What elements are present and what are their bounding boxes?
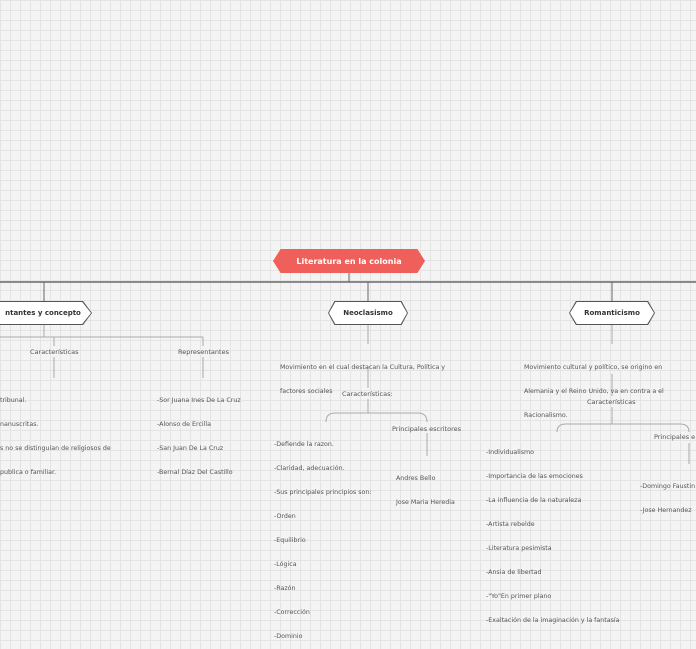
neoclasismo-description: Movimiento en el cual destacan la Cultur… bbox=[280, 348, 445, 404]
list-item: nanuscritas. bbox=[0, 421, 39, 428]
list-item: -Exaltación de la imaginación y la fanta… bbox=[486, 617, 620, 624]
list-item: -La influencia de la naturaleza bbox=[486, 497, 582, 504]
list-item: -Artista rebelde bbox=[486, 521, 535, 528]
escritores-label: Principales escritores bbox=[392, 425, 462, 433]
root-node[interactable]: Literatura en la colonia bbox=[273, 249, 425, 273]
branch-title: Romanticismo bbox=[584, 309, 640, 317]
list-item: -Orden bbox=[274, 513, 296, 520]
list-item: -Defiende la razon. bbox=[274, 441, 334, 448]
list-item: -San Juan De La Cruz bbox=[157, 445, 224, 452]
list-item: -Jose Hernandez bbox=[640, 507, 692, 514]
principales-label: Principales e bbox=[654, 433, 696, 441]
caracteristicas-label-left: Características bbox=[30, 348, 79, 356]
description-line: Movimiento cultural y político, se origi… bbox=[524, 364, 663, 371]
representantes-label: Representantes bbox=[178, 348, 229, 356]
caracteristicas-list-romanticismo: -Individualismo -Importancia de las emoc… bbox=[486, 433, 619, 633]
root-title: Literatura en la colonia bbox=[296, 256, 402, 266]
list-item: -Claridad, adecuación. bbox=[274, 465, 345, 472]
caracteristicas-label-neoclasismo: Características: bbox=[342, 390, 393, 398]
romanticismo-description: Movimiento cultural y político, se origi… bbox=[524, 348, 664, 428]
list-item: -Literatura pesimista bbox=[486, 545, 552, 552]
list-item: -Equilibrio bbox=[274, 537, 306, 544]
caracteristicas-label-romanticismo: Características bbox=[587, 398, 636, 406]
list-item: -Domingo Faustin bbox=[640, 483, 696, 490]
list-item: -Ansia de libertad bbox=[486, 569, 542, 576]
list-item: -Dominio bbox=[274, 633, 303, 640]
list-item: -Individualismo bbox=[486, 449, 534, 456]
description-line: Movimiento en el cual destacan la Cultur… bbox=[280, 364, 446, 371]
description-line: Racionalismo. bbox=[524, 412, 568, 419]
branch-title: ntantes y concepto bbox=[5, 309, 81, 317]
escritores-list: Andres Bello Jose Maria Heredia bbox=[396, 459, 455, 515]
caracteristicas-list-left: tribunal. nanuscritas. s no se distinguí… bbox=[0, 381, 111, 485]
list-item: s no se distinguían de religiosos de bbox=[0, 445, 111, 452]
list-item: -Razón bbox=[274, 585, 296, 592]
list-item: -Bernal Díaz Del Castillo bbox=[157, 469, 233, 476]
list-item: Jose Maria Heredia bbox=[396, 499, 455, 506]
list-item: -Importancia de las emociones bbox=[486, 473, 583, 480]
list-item: publica o familiar. bbox=[0, 469, 56, 476]
description-line: factores sociales bbox=[280, 388, 333, 395]
representantes-list: -Sor Juana Ines De La Cruz -Alonso de Er… bbox=[157, 381, 241, 485]
list-item: tribunal. bbox=[0, 397, 27, 404]
branch-node-representantes-concepto[interactable]: ntantes y concepto bbox=[0, 301, 92, 325]
list-item: -"Yo"En primer plano bbox=[486, 593, 552, 600]
list-item: -Alonso de Ercilla bbox=[157, 421, 212, 428]
branch-node-neoclasismo[interactable]: Neoclasismo bbox=[328, 301, 408, 325]
list-item: -Sus principales principios son: bbox=[274, 489, 372, 496]
principales-list: -Domingo Faustin -Jose Hernandez bbox=[640, 467, 695, 523]
branch-title: Neoclasismo bbox=[343, 309, 393, 317]
list-item: Andres Bello bbox=[396, 475, 436, 482]
description-line: Alemania y el Reino Unido, va en contra … bbox=[524, 388, 664, 395]
list-item: -Sor Juana Ines De La Cruz bbox=[157, 397, 241, 404]
list-item: -Corrección bbox=[274, 609, 310, 616]
connector-lines bbox=[0, 273, 696, 464]
caracteristicas-list-neoclasismo: -Defiende la razon. -Claridad, adecuació… bbox=[274, 425, 372, 649]
branch-node-romanticismo[interactable]: Romanticismo bbox=[569, 301, 655, 325]
list-item: -Lógica bbox=[274, 561, 297, 568]
